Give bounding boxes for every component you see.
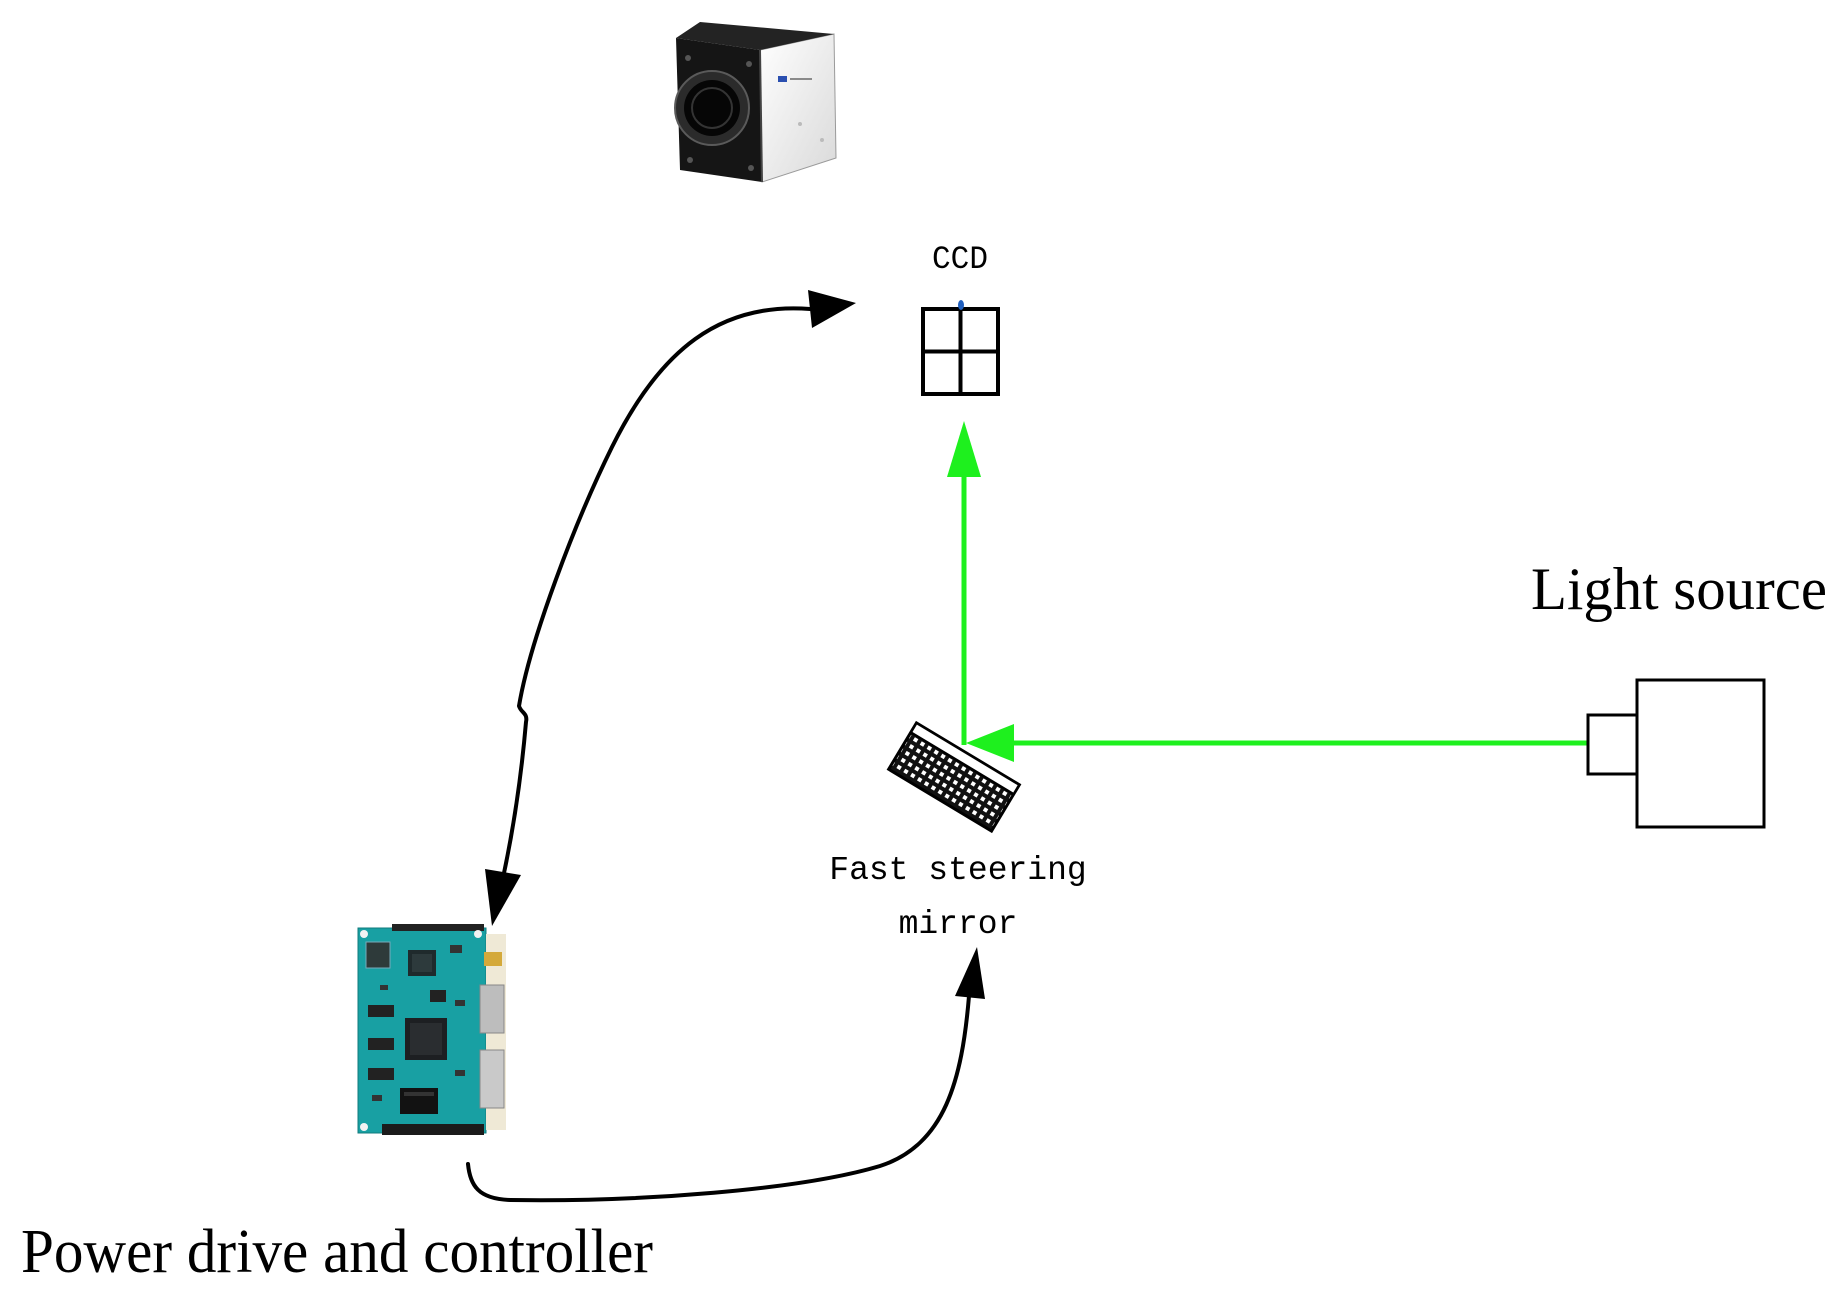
beam-arrowhead-to-mirror	[966, 724, 1014, 762]
light-source-aperture	[1586, 713, 1639, 776]
mirror-label-line1: Fast steering	[829, 852, 1086, 889]
quadrant-detector-icon	[921, 300, 1000, 396]
signal-arrow-controller-mirror	[466, 994, 971, 1203]
fast-steering-mirror-icon	[886, 720, 1022, 834]
light-source-label: Light source	[1531, 556, 1827, 622]
ccd-label: CCD	[932, 241, 988, 278]
light-source-icon	[1586, 678, 1766, 829]
mirror-reflective-surface	[909, 721, 1022, 796]
ccd-center-marker	[958, 300, 964, 310]
controller-label: Power drive and controller	[21, 1218, 653, 1286]
ccd-camera-image	[674, 22, 837, 183]
light-source-body	[1635, 678, 1766, 829]
arrowhead-to-mirror	[955, 947, 985, 999]
signal-arrow-ccd-controller	[502, 306, 812, 875]
mirror-label-line2: mirror	[899, 906, 1018, 943]
controller-board-image	[357, 924, 506, 1135]
arrowhead-to-controller	[485, 869, 521, 926]
arrowhead-to-ccd	[808, 290, 856, 328]
beam-arrowhead-to-ccd	[947, 421, 981, 477]
